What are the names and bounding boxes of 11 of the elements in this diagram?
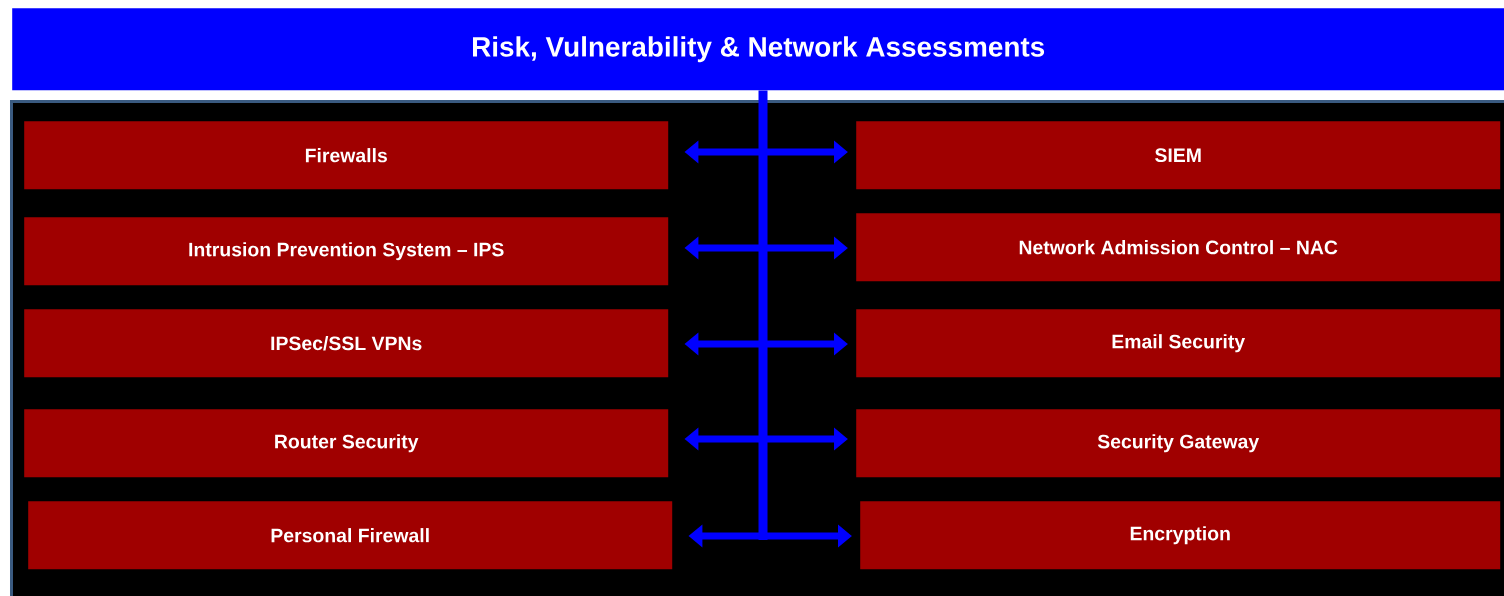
category-box: Intrusion Prevention System – IPS <box>24 217 669 286</box>
category-box: IPSec/SSL VPNs <box>24 309 669 378</box>
category-box: Email Security <box>856 309 1501 378</box>
category-box: Encryption <box>860 501 1501 570</box>
category-box: SIEM <box>856 121 1501 190</box>
title-banner: Risk, Vulnerability & Network Assessments <box>12 8 1504 91</box>
category-box: Router Security <box>24 409 669 478</box>
category-box: Personal Firewall <box>28 501 673 570</box>
category-box: Security Gateway <box>856 409 1501 478</box>
category-box: Network Admission Control – NAC <box>856 213 1501 282</box>
category-box: Firewalls <box>24 121 669 190</box>
